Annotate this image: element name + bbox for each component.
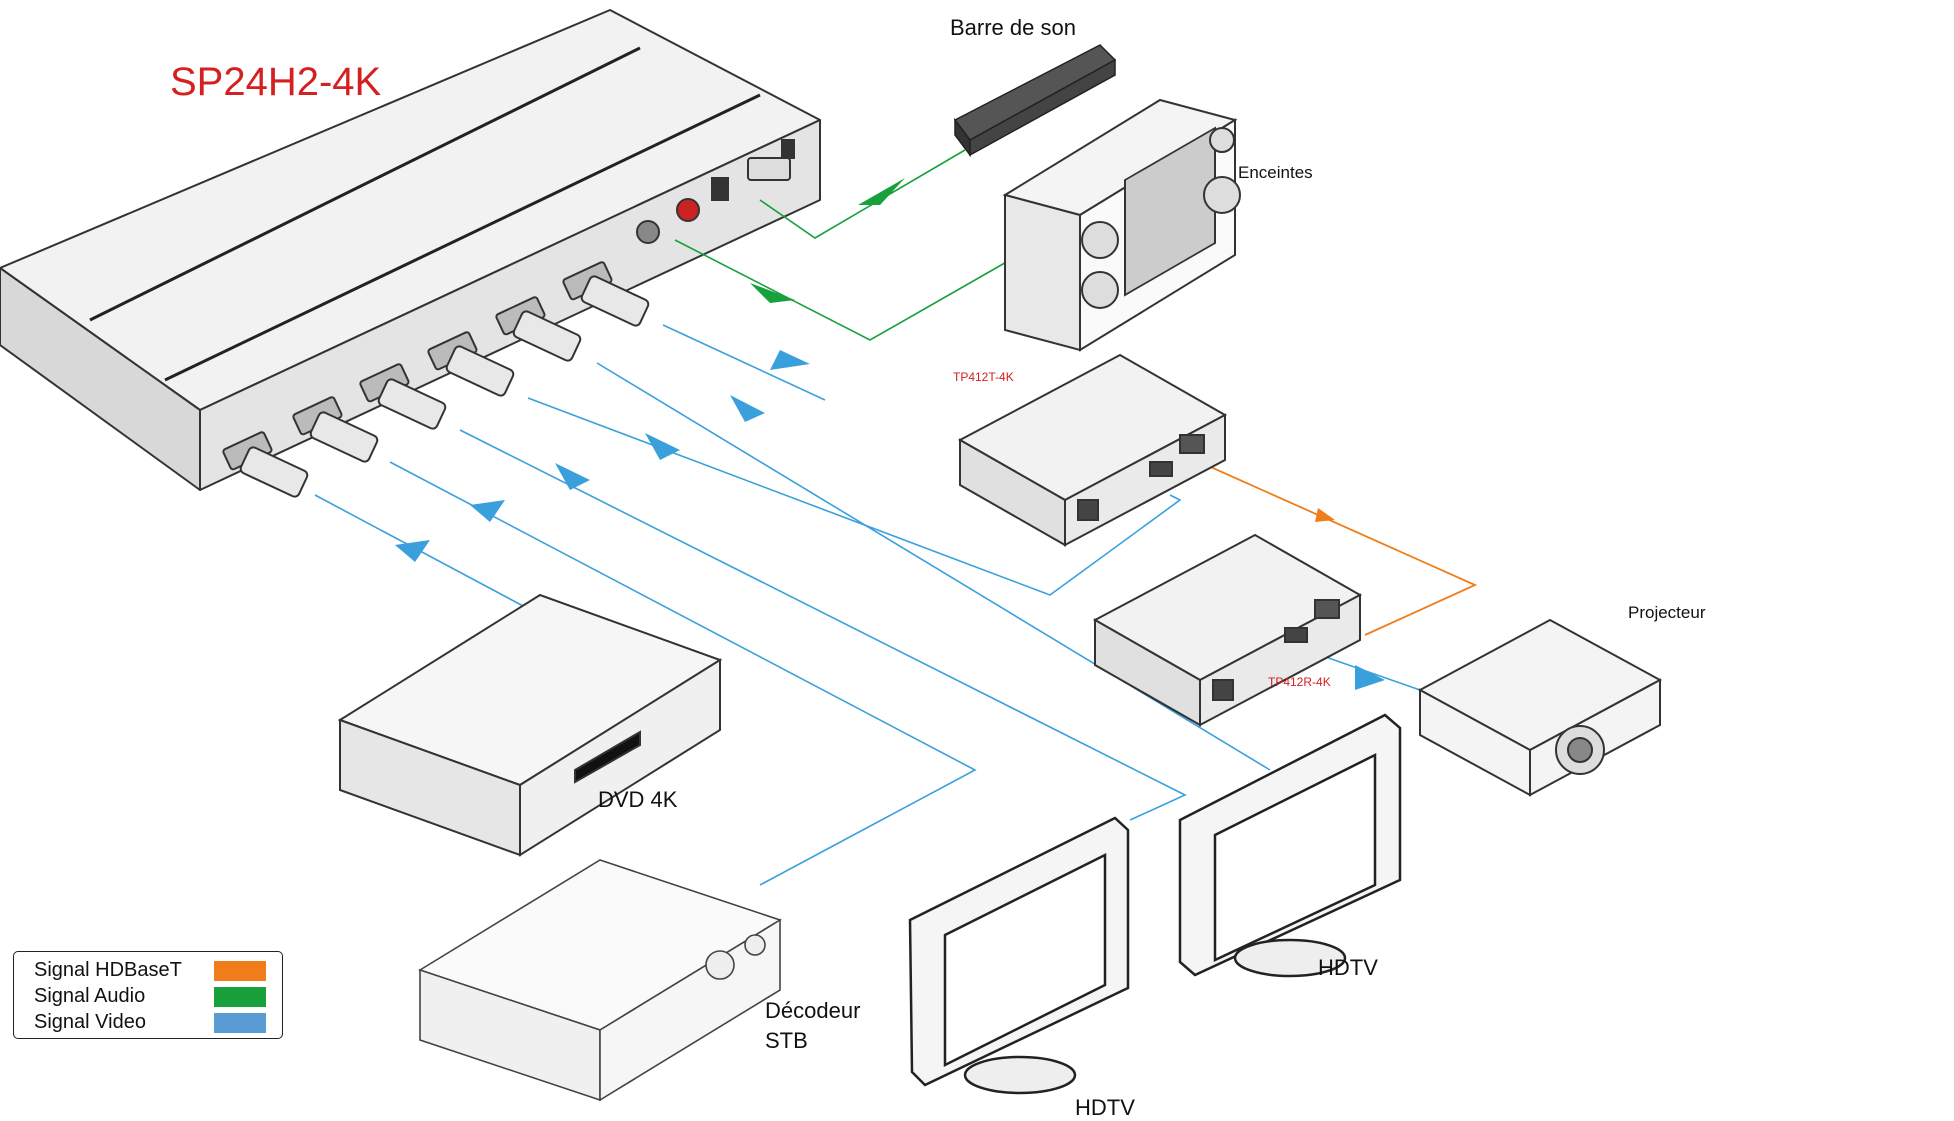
hdtv-right-device <box>1178 713 1402 978</box>
speaker-device <box>1002 98 1241 352</box>
video-line-output <box>662 324 826 401</box>
video-line-stb <box>389 461 977 886</box>
dvd-device <box>337 593 723 857</box>
video-line-tx <box>527 397 1182 596</box>
transmitter-label: TP412T-4K <box>953 370 1014 384</box>
video-arrows <box>395 350 1385 690</box>
legend-swatch-audio <box>214 987 266 1007</box>
legend-swatch-video <box>214 1013 266 1033</box>
projector-device <box>1417 618 1663 797</box>
hdtv-bottom-device <box>908 816 1130 1095</box>
soundbar-device <box>953 44 1117 158</box>
hdmi-plugs <box>239 275 650 498</box>
diagram-title: SP24H2-4K <box>170 60 382 104</box>
soundbar-label: Barre de son <box>950 15 1076 40</box>
splitter-ports <box>222 139 795 471</box>
speakers-label: Enceintes <box>1238 163 1313 182</box>
video-lines <box>314 324 1421 886</box>
audio-arrows <box>750 178 905 303</box>
legend: Signal HDBaseT Signal Audio Signal Video <box>13 951 283 1039</box>
hdtv-bottom-label: HDTV <box>1075 1095 1135 1120</box>
hdbaset-arrows <box>1315 508 1335 522</box>
splitter-device <box>0 9 821 491</box>
receiver-device <box>1092 533 1363 727</box>
video-line-dvd <box>314 494 541 616</box>
hdtv-right-label: HDTV <box>1318 955 1378 980</box>
legend-label-hdbaset: Signal HDBaseT <box>34 959 182 981</box>
receiver-label: TP412R-4K <box>1268 675 1331 689</box>
legend-label-video: Signal Video <box>34 1011 146 1033</box>
video-line-hdtv-bottom <box>459 429 1187 821</box>
hdbaset-line <box>1194 459 1478 636</box>
transmitter-device <box>957 353 1228 547</box>
audio-line-soundbar <box>759 149 966 239</box>
projector-label: Projecteur <box>1628 603 1706 622</box>
audio-line-speakers <box>674 239 1011 341</box>
legend-swatch-hdbaset <box>214 961 266 981</box>
hdbaset-lines <box>1194 459 1478 636</box>
decoder-label-line2: STB <box>765 1028 808 1053</box>
decoder-label: Décodeur <box>765 998 861 1023</box>
audio-lines <box>674 149 1011 341</box>
legend-label-audio: Signal Audio <box>34 985 146 1007</box>
video-line-hdtv-right <box>596 362 1271 771</box>
dvd-label: DVD 4K <box>598 787 678 812</box>
stb-device <box>418 859 782 1102</box>
